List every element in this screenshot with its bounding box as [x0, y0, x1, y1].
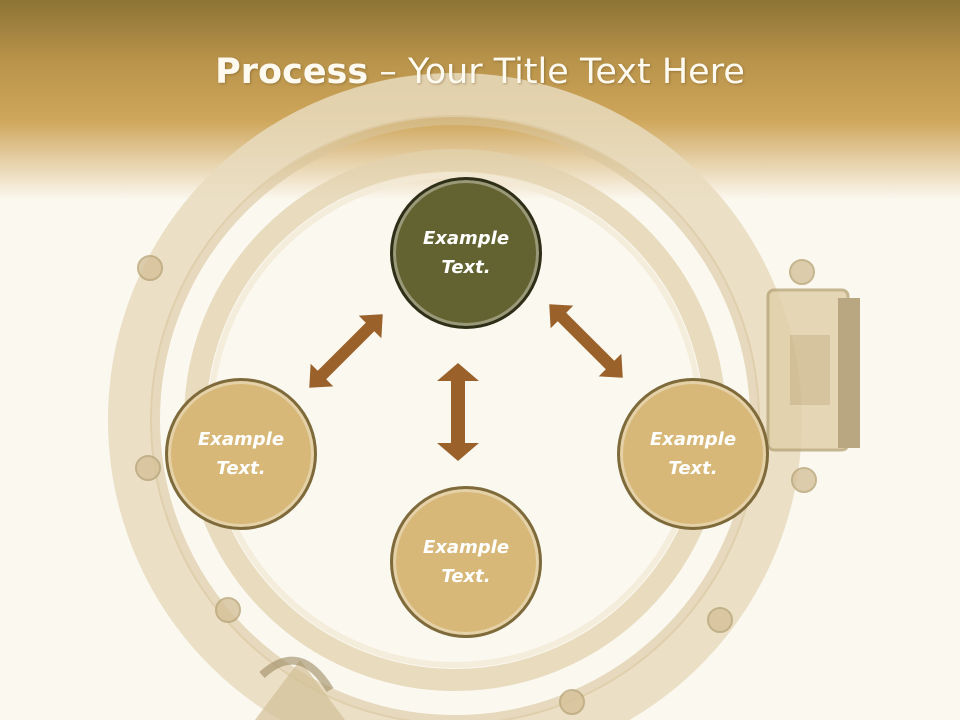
title-bold: Process [215, 52, 369, 92]
arrow-vertical [437, 363, 479, 461]
process-node-bottom: Example Text. [390, 486, 542, 638]
process-node-top: Example Text. [390, 177, 542, 329]
process-node-right: Example Text. [617, 378, 769, 530]
arrow-top-right [549, 304, 623, 378]
title-rest: – Your Title Text Here [368, 52, 745, 92]
arrow-top-left [309, 314, 383, 388]
slide-title: Process – Your Title Text Here [0, 52, 960, 92]
process-node-left: Example Text. [165, 378, 317, 530]
